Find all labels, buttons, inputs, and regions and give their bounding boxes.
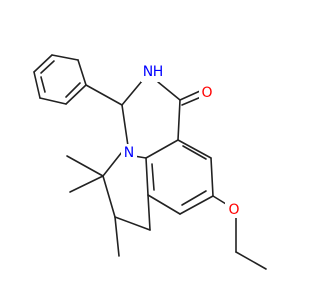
bond [65, 84, 87, 105]
atom-nitrogen-ring: N [121, 144, 137, 162]
bond [114, 216, 151, 231]
atom-label-n-ring: N [124, 145, 134, 161]
atom-label-o-ether: O [228, 202, 239, 218]
bond [235, 251, 267, 270]
bond-double [181, 190, 207, 206]
bond [77, 59, 87, 86]
phenyl-ring [33, 54, 87, 105]
bond [177, 139, 212, 159]
bond [157, 81, 181, 101]
molecule-structure: N H O N O [33, 54, 267, 270]
bond-double [40, 60, 55, 74]
bond-methyl [114, 216, 120, 257]
bond-double [151, 163, 155, 191]
bond [145, 157, 149, 196]
bond [147, 194, 151, 231]
bond-methyl [66, 155, 104, 177]
bond-carbonyl [179, 90, 201, 101]
bond-double [40, 76, 46, 93]
pyrimidinone-ring [121, 80, 181, 159]
bond-double [182, 145, 207, 160]
ethoxy-group [212, 195, 267, 270]
atom-oxygen-carbonyl: O [199, 84, 215, 102]
bond [212, 195, 227, 205]
bond [102, 175, 116, 218]
bond [51, 54, 79, 61]
atom-label-o-carbonyl: O [201, 85, 212, 101]
bond [121, 104, 129, 147]
molecule-canvas: N H O N O [33, 54, 267, 270]
bond [85, 84, 123, 106]
bond-methyl [69, 175, 104, 193]
atom-label-n-amide: N [143, 64, 153, 80]
saturated-ring [102, 151, 151, 231]
bond [33, 71, 41, 99]
bond-carbonyl [181, 96, 202, 106]
bond [147, 194, 181, 215]
bond-double [65, 82, 81, 98]
bond [145, 139, 179, 159]
atom-nitrogen-amide: N H [141, 62, 165, 82]
bond [102, 151, 123, 177]
atom-label-h-amide: H [153, 64, 164, 80]
benzo-ring [145, 139, 214, 215]
bond [39, 97, 67, 105]
bond [179, 195, 214, 215]
bond [177, 99, 181, 141]
bond [33, 54, 53, 73]
bond [210, 157, 214, 197]
bond [121, 80, 143, 106]
atom-oxygen-ether: O [225, 200, 243, 218]
